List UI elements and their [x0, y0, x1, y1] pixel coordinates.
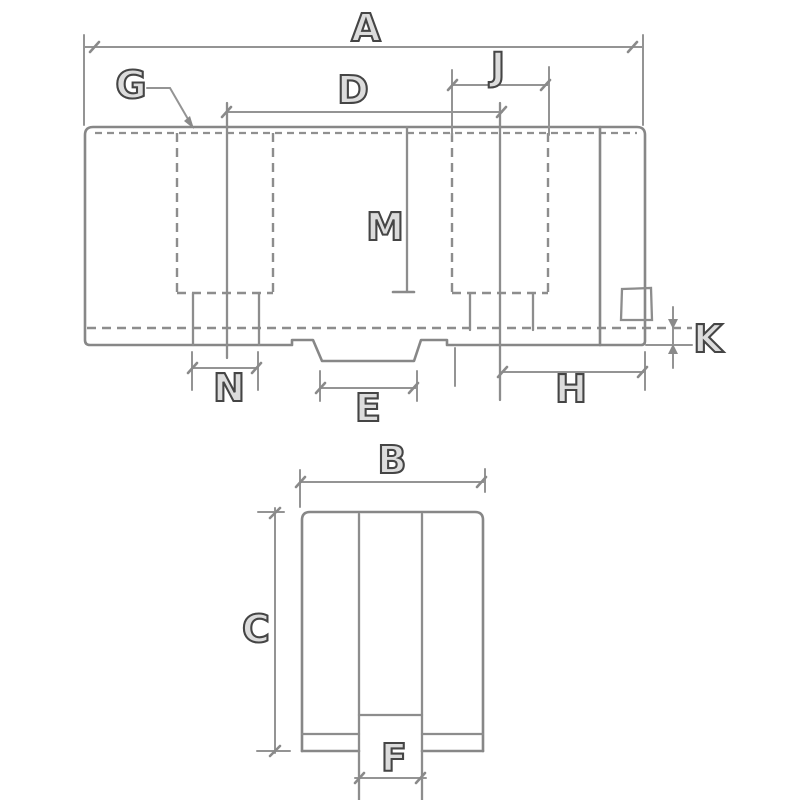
dimension-label-h: H — [555, 367, 587, 411]
dim-h-tick-left — [496, 365, 509, 379]
dimension-label-n: N — [213, 366, 245, 410]
dimension-label-b: B — [378, 438, 407, 482]
dim-k-arrow-upper — [668, 319, 678, 329]
dim-c-end-bottom — [268, 744, 282, 758]
dim-d-tick-left — [220, 105, 233, 119]
dim-h-tick-right — [636, 365, 649, 379]
dimension-label-m: M — [366, 205, 404, 249]
dimension-label-f: F — [381, 736, 407, 780]
dim-n-tick-left — [186, 361, 199, 375]
top-view-outline — [83, 125, 647, 363]
dim-j-tick-left — [446, 78, 459, 92]
dim-e-tick-left — [314, 381, 327, 395]
dim-a-tick-left — [88, 40, 101, 54]
dimension-label-j: J — [488, 45, 505, 89]
bottom-view-dimensions: B C F — [241, 437, 488, 785]
dim-f-end-right — [414, 771, 427, 785]
dimension-label-a: A — [351, 6, 381, 50]
detail-square — [619, 286, 654, 322]
top-view — [83, 101, 693, 402]
dim-k-arrow-lower — [668, 344, 678, 354]
dim-d-tick-right — [495, 105, 508, 119]
bottom-view — [300, 510, 485, 800]
dim-c-end-top — [268, 506, 282, 520]
dim-g-arrowhead — [184, 116, 194, 129]
dimension-label-d: D — [337, 68, 369, 112]
dimension-label-k: K — [693, 317, 724, 361]
dimension-label-c: C — [242, 607, 270, 651]
dim-f-end-left — [353, 771, 366, 785]
dim-g-leader — [146, 87, 193, 127]
dim-j-tick-right — [539, 78, 552, 92]
dim-n-tick-right — [250, 361, 263, 375]
dim-b-end-left — [294, 475, 307, 489]
top-view-dimensions: A D J G M K — [83, 5, 725, 431]
dimension-label-g: G — [115, 63, 146, 107]
dim-e-tick-right — [407, 381, 420, 395]
dim-b-end-right — [475, 475, 488, 489]
dimension-label-e: E — [355, 386, 381, 430]
bottom-view-outline — [300, 510, 485, 753]
dim-a-tick-right — [626, 40, 639, 54]
